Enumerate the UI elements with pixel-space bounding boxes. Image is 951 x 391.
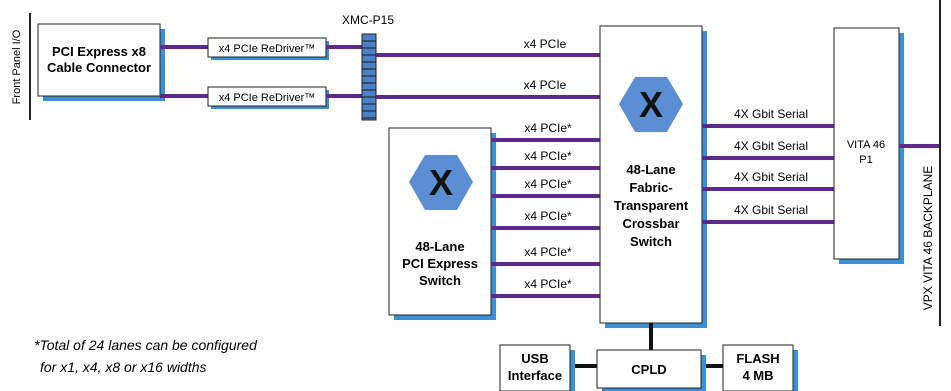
- xmc-connector-pins: [362, 40, 376, 119]
- cable-connector-subtitle: Cable Connector: [47, 60, 151, 75]
- xmc-label: XMC-P15: [342, 13, 394, 27]
- serial-link-label: 4X Gbit Serial: [734, 203, 808, 217]
- footnote-line2: for x1, x4, x8 or x16 widths: [40, 359, 207, 375]
- serial-links: 4X Gbit Serial 4X Gbit Serial 4X Gbit Seri…: [702, 107, 834, 224]
- cpld-box: [596, 349, 702, 389]
- svg-text:X: X: [429, 162, 453, 203]
- usb-line1: USB: [521, 351, 548, 366]
- crossbar-line3: Transparent: [614, 198, 689, 213]
- serial-link-label: 4X Gbit Serial: [734, 139, 808, 153]
- pcie-switch-line1: 48-Lane: [415, 239, 464, 254]
- serial-link-label: 4X Gbit Serial: [734, 170, 808, 184]
- pcie-switch-line2: PCI Express: [402, 256, 478, 271]
- cable-connector-box: [37, 23, 161, 97]
- pcie-switch-x-hexagon-icon: X: [409, 155, 473, 210]
- usb-line2: Interface: [508, 368, 562, 383]
- flash-box: [722, 344, 794, 391]
- switch-link-label: x4 PCIe*: [524, 209, 572, 223]
- crossbar-line4: Crossbar: [622, 216, 679, 231]
- flash-line1: FLASH: [736, 351, 779, 366]
- crossbar-line2: Fabric-: [629, 180, 672, 195]
- crossbar-line5: Switch: [630, 234, 672, 249]
- switch-links: x4 PCIe* x4 PCIe* x4 PCIe* x4 PCIe* x4 PCIe*…: [491, 121, 600, 298]
- serial-link-label: 4X Gbit Serial: [734, 107, 808, 121]
- switch-link-label: x4 PCIe*: [524, 149, 572, 163]
- xmc-connector: [361, 33, 377, 121]
- redriver-1-label: x4 PCIe ReDriver™: [219, 43, 316, 55]
- vita-p1-box: [833, 27, 900, 260]
- switch-link-label: x4 PCIe*: [524, 121, 572, 135]
- cpld-label: CPLD: [631, 362, 666, 377]
- backplane-label: VPX VITA 46 BACKPLANE: [921, 166, 935, 311]
- vita-p1-line1: VITA 46: [847, 139, 885, 151]
- redriver-2-label: x4 PCIe ReDriver™: [219, 92, 316, 104]
- cable-connector-title: PCI Express x8: [52, 44, 146, 59]
- top-link-label-1: x4 PCIe: [524, 37, 567, 51]
- svg-text:X: X: [639, 84, 663, 125]
- crossbar-box: [599, 25, 703, 324]
- crossbar-x-hexagon-icon: X: [619, 77, 683, 132]
- switch-link-label: x4 PCIe*: [524, 245, 572, 259]
- footnote-line1: *Total of 24 lanes can be configured: [34, 337, 258, 353]
- crossbar-line1: 48-Lane: [626, 162, 675, 177]
- switch-link-label: x4 PCIe*: [524, 177, 572, 191]
- switch-link-label: x4 PCIe*: [524, 277, 572, 291]
- flash-line2: 4 MB: [742, 368, 773, 383]
- front-panel-label: Front Panel I/O: [11, 29, 23, 104]
- usb-box: [499, 344, 571, 391]
- pcie-switch-line3: Switch: [419, 273, 461, 288]
- top-link-label-2: x4 PCIe: [524, 78, 567, 92]
- vita-p1-line2: P1: [859, 154, 872, 166]
